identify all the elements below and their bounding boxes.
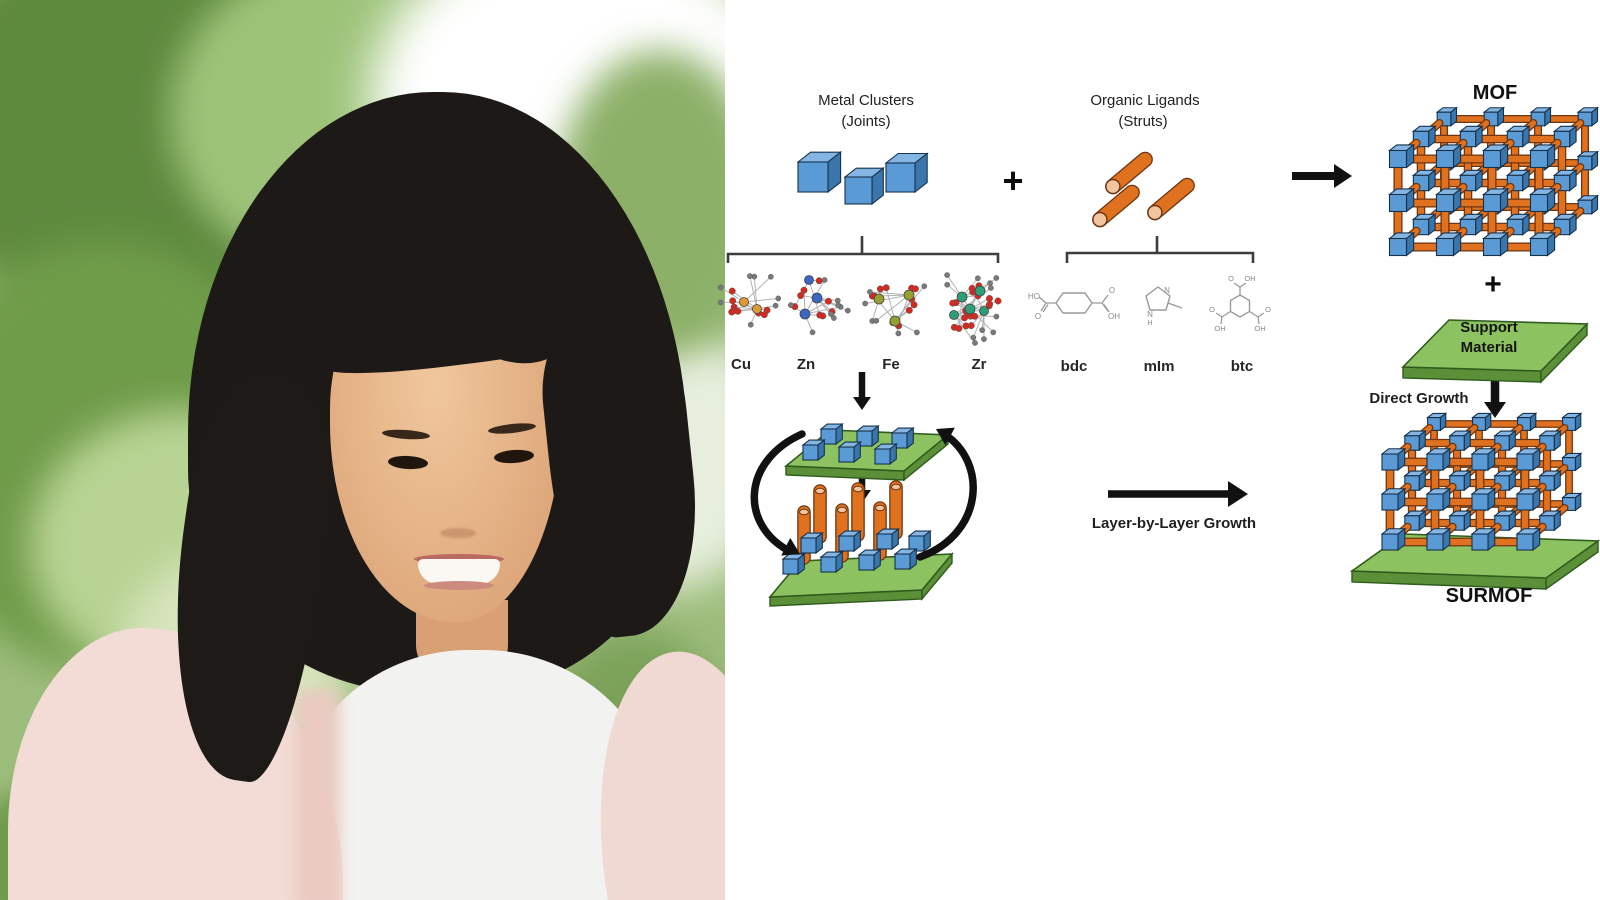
label-fe: Fe [882,356,900,373]
label-btc: btc [1230,358,1254,375]
label-zr: Zr [971,356,987,373]
ligand-bdc: HO O O OH [1028,286,1120,321]
plus-sign-mof: + [1484,268,1502,301]
mof-label: MOF [1472,82,1518,104]
organic-ligands-subtitle: (Struts) [1118,113,1168,130]
svg-text:N: N [1164,286,1170,295]
metal-clusters-subtitle: (Joints) [841,113,891,130]
svg-text:H: H [1147,320,1152,327]
plus-sign-top: + [1002,160,1024,201]
svg-text:O: O [1035,312,1041,321]
svg-text:HO: HO [1028,292,1040,301]
substrate-with-metal-layer [783,422,951,482]
support-label-line1: Support [1460,319,1518,336]
direct-growth-label: Direct Growth [1369,390,1469,407]
ligand-btc: O OH O OH O OH [1209,274,1271,333]
smile [418,559,500,584]
label-bdc: bdc [1060,358,1088,375]
svg-text:OH: OH [1108,312,1120,321]
svg-text:OH: OH [1244,274,1255,283]
svg-text:O: O [1228,274,1234,283]
surmof-base-plate [1349,533,1600,591]
cluster-fe [862,283,928,337]
cluster-zn [788,275,851,336]
cluster-cu [717,273,782,328]
support-label-line2: Material [1460,339,1518,356]
metal-cluster-cubes [796,151,929,206]
cycle-arrows [750,427,977,561]
support-material-label: Support Material [1460,318,1518,358]
svg-text:OH: OH [1254,324,1265,333]
mof-lattice [1387,106,1600,257]
surmof-lattice [1380,412,1583,552]
lower-lip [424,581,494,590]
svg-text:O: O [1209,305,1215,314]
portrait-photo [0,0,725,900]
nose-shadow [440,528,476,538]
cardigan-edge [296,690,340,900]
brackets [726,236,1255,263]
arrows [853,164,1506,507]
cluster-zr [944,272,1002,346]
label-cu: Cu [731,356,751,373]
svg-text:O: O [1109,286,1115,295]
metal-clusters-title: Metal Clusters [818,92,914,109]
surmof-label: SURMOF [1445,585,1533,607]
label-mim: mIm [1143,358,1175,375]
ligand-mim: NNH [1145,286,1183,327]
svg-text:N: N [1147,310,1153,319]
organic-ligands-title: Organic Ligands [1090,92,1200,109]
svg-text:O: O [1265,305,1271,314]
organic-ligand-rods [1092,151,1195,228]
layer-by-layer-growth-label: Layer-by-Layer Growth [1091,515,1257,532]
substrate-with-ligand-layer [768,480,954,607]
label-zn: Zn [796,356,816,373]
svg-text:OH: OH [1214,324,1225,333]
